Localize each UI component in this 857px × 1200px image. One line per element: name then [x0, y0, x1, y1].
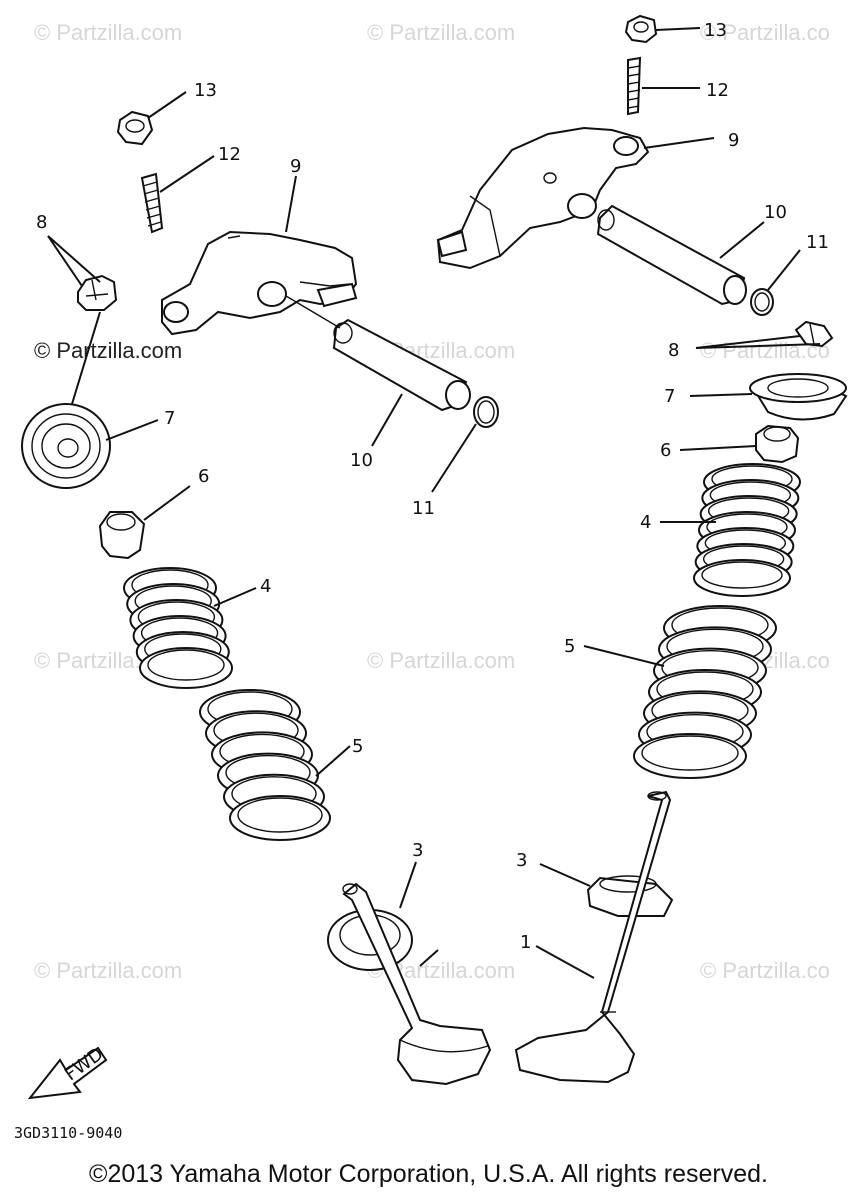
valve-stem-seal-6-left	[98, 511, 146, 560]
leader-line	[583, 645, 665, 667]
leader-line	[159, 155, 215, 193]
part-code: 3GD3110-9040	[14, 1124, 123, 1142]
valve-spring-5-right	[633, 605, 777, 779]
leader-line	[213, 587, 257, 607]
rocker-arm-9-left	[161, 230, 358, 336]
callout-8: 8	[36, 212, 47, 233]
callout-4: 4	[260, 576, 271, 597]
leader-line	[47, 235, 101, 283]
watermark: © Partzilla.com	[367, 648, 516, 673]
adjusting-screw-12-right	[627, 56, 642, 116]
callout-11: 11	[806, 232, 829, 253]
valve-2-left	[342, 882, 492, 1086]
callout-1: 1	[520, 932, 531, 953]
valve-cotter-8-left	[77, 274, 118, 311]
forward-arrow-icon	[27, 1046, 108, 1100]
leader-line	[695, 343, 821, 349]
leader-line	[535, 945, 595, 979]
rocker-shaft-10-left	[285, 295, 471, 412]
leader-line	[655, 27, 701, 31]
callout-3: 3	[412, 840, 423, 861]
leader-line	[719, 221, 765, 259]
leader-line	[539, 863, 591, 887]
leader-line	[147, 91, 187, 119]
callout-6: 6	[198, 466, 209, 487]
leader-line	[315, 745, 351, 777]
callout-12: 12	[218, 144, 241, 165]
callout-7: 7	[164, 408, 175, 429]
leader-line	[371, 393, 403, 447]
callout-9: 9	[728, 130, 739, 151]
callout-10: 10	[764, 202, 787, 223]
callout-13: 13	[704, 20, 727, 41]
watermark: © Partzilla.co	[700, 20, 830, 45]
nut-13-left	[116, 110, 154, 146]
callout-7: 7	[664, 386, 675, 407]
spring-retainer-7-left	[21, 403, 111, 489]
leader-line	[689, 393, 753, 397]
valve-spring-5-left	[199, 689, 331, 841]
leader-line	[767, 249, 801, 291]
leader-line	[695, 335, 801, 349]
callout-13: 13	[194, 80, 217, 101]
callout-8: 8	[668, 340, 679, 361]
callout-3: 3	[516, 850, 527, 871]
valve-1-right	[514, 790, 672, 1084]
nut-13-right	[624, 14, 658, 44]
leader-line	[47, 235, 83, 287]
copyright-notice: ©2013 Yamaha Motor Corporation, U.S.A. A…	[89, 1160, 768, 1188]
valve-spring-4-left	[123, 567, 233, 689]
watermark: © Partzilla.com	[34, 20, 183, 45]
callout-12: 12	[706, 80, 729, 101]
leader-line	[399, 861, 417, 909]
leader-line	[105, 419, 159, 441]
leader-line	[143, 485, 191, 521]
leader-line	[679, 445, 757, 451]
rocker-shaft-10-right	[596, 204, 747, 306]
adjusting-screw-12-left	[140, 172, 164, 234]
callout-6: 6	[660, 440, 671, 461]
callout-4: 4	[640, 512, 651, 533]
watermark: © Partzilla.com	[367, 20, 516, 45]
leader-line	[643, 137, 715, 149]
spring-seat-3-right	[586, 875, 674, 917]
watermark: © Partzilla.co	[700, 958, 830, 983]
callout-5: 5	[564, 636, 575, 657]
callout-9: 9	[290, 156, 301, 177]
valve-cotter-8-right	[794, 320, 834, 348]
callout-11: 11	[412, 498, 435, 519]
leader-line	[431, 423, 477, 493]
valve-stem-seal-6-right	[755, 424, 800, 464]
callout-5: 5	[352, 736, 363, 757]
leader-line	[71, 311, 101, 405]
watermark: © Partzilla.com	[34, 958, 183, 983]
leader-line	[285, 175, 297, 233]
spring-retainer-7-right	[749, 373, 848, 421]
rocker-arm-9-right	[436, 126, 650, 270]
valve-spring-4-right	[693, 463, 801, 597]
watermark: © Partzilla.com	[34, 338, 183, 363]
callout-10: 10	[350, 450, 373, 471]
leader-line	[419, 949, 439, 967]
